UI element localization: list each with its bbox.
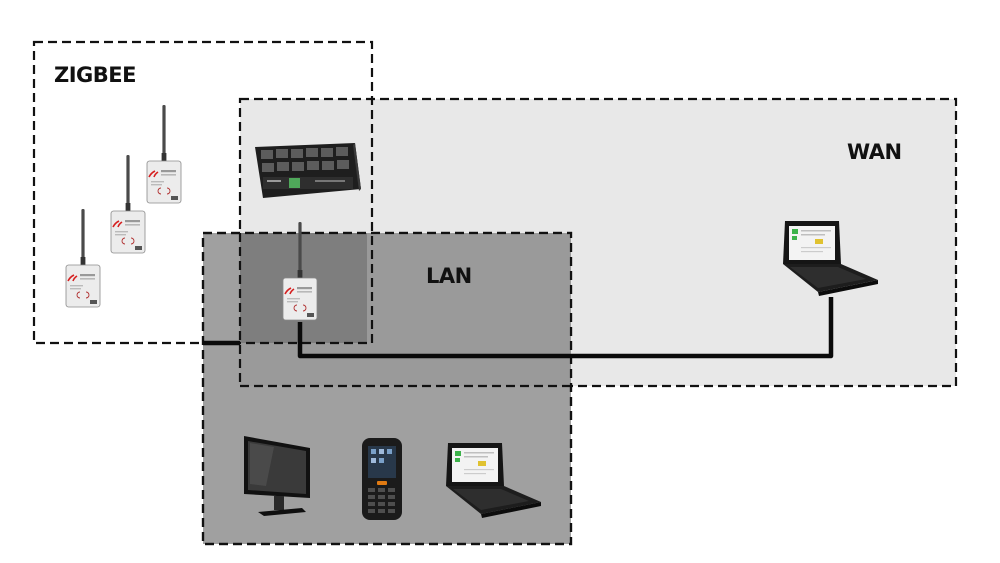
zigbee-sensor-icon (65, 208, 101, 308)
zigbee-sensor-icon (110, 154, 146, 254)
handheld-terminal-icon (362, 438, 402, 520)
zigbee-zone (32, 40, 374, 345)
network-cable (203, 297, 834, 359)
zigbee-sensor-icon (146, 104, 182, 204)
wan-label: WAN (847, 140, 902, 164)
zigbee-label: ZIGBEE (54, 63, 136, 87)
monitor-icon (244, 436, 310, 516)
lan-label: LAN (426, 264, 472, 288)
server-icon (255, 143, 361, 198)
